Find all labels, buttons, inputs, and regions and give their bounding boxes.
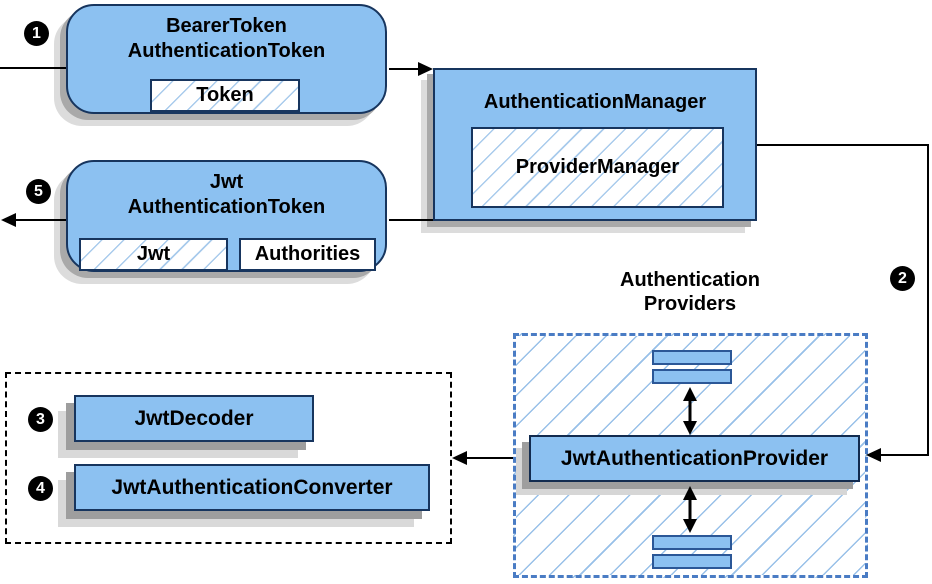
jwt-authentication-provider-node: JwtAuthenticationProvider	[529, 435, 860, 482]
arrow-provider-to-decoder-group	[452, 451, 513, 465]
authentication-providers-group: JwtAuthenticationProvider	[513, 333, 868, 578]
step-5-badge: 5	[26, 179, 51, 204]
jwt-token-node-title: Jwt AuthenticationToken	[68, 162, 385, 220]
providers-label-line1: Authentication	[620, 269, 760, 291]
jwt-decoder-node: JwtDecoder	[74, 395, 314, 442]
providers-label-line2: Providers	[643, 293, 737, 315]
authentication-providers-label: Authentication Providers	[556, 268, 824, 316]
step-1-badge: 1	[24, 21, 49, 46]
provider-slot-bar	[652, 535, 732, 550]
decoder-converter-group: JwtDecoder JwtAuthenticationConverter	[5, 372, 452, 544]
provider-slot-bar	[652, 369, 732, 384]
arrow-jwt-token-out	[1, 213, 66, 227]
authentication-manager-title: AuthenticationManager	[483, 91, 707, 113]
step-2-badge: 2	[890, 266, 915, 291]
jwt-authentication-converter-node: JwtAuthenticationConverter	[74, 464, 430, 511]
jwt-authentication-token-node: Jwt AuthenticationToken Jwt Authorities	[66, 160, 387, 272]
bearer-token-authentication-token-node: BearerToken AuthenticationToken Token	[66, 4, 387, 114]
step-3-badge: 3	[28, 407, 53, 432]
authentication-manager-node: AuthenticationManager ProviderManager	[433, 68, 757, 221]
arrow-token-to-manager	[389, 62, 433, 76]
jwt-token-title-line1: Jwt	[209, 171, 244, 193]
bearer-token-node-title: BearerToken AuthenticationToken	[68, 6, 385, 64]
bearer-token-title-line2: AuthenticationToken	[127, 40, 326, 62]
jwt-token-title-line2: AuthenticationToken	[127, 196, 326, 218]
provider-manager-field: ProviderManager	[471, 127, 724, 208]
token-field: Token	[150, 79, 300, 112]
jwt-field: Jwt	[79, 238, 228, 271]
bearer-token-title-line1: BearerToken	[166, 15, 287, 37]
step-4-badge: 4	[28, 476, 53, 501]
provider-slot-bar	[652, 350, 732, 365]
authorities-field: Authorities	[239, 238, 376, 271]
provider-slot-bar	[652, 554, 732, 569]
